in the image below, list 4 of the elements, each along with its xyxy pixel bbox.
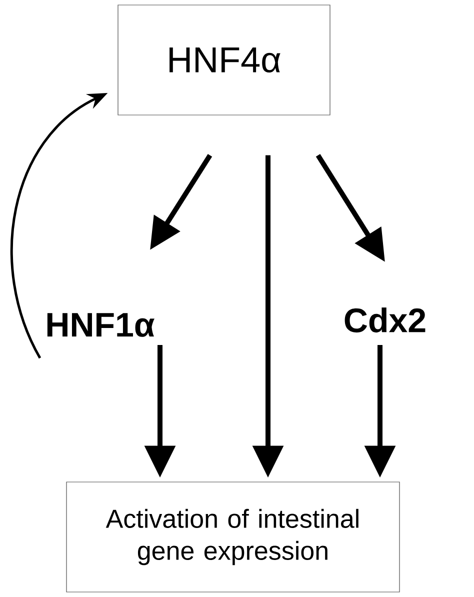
protein-label: Cdx2 [344,308,426,332]
process-box: Activation of intestinal gene expression [66,482,400,592]
process-box: HNF4α [118,4,330,116]
protein-label: HNF1α [47,313,154,337]
